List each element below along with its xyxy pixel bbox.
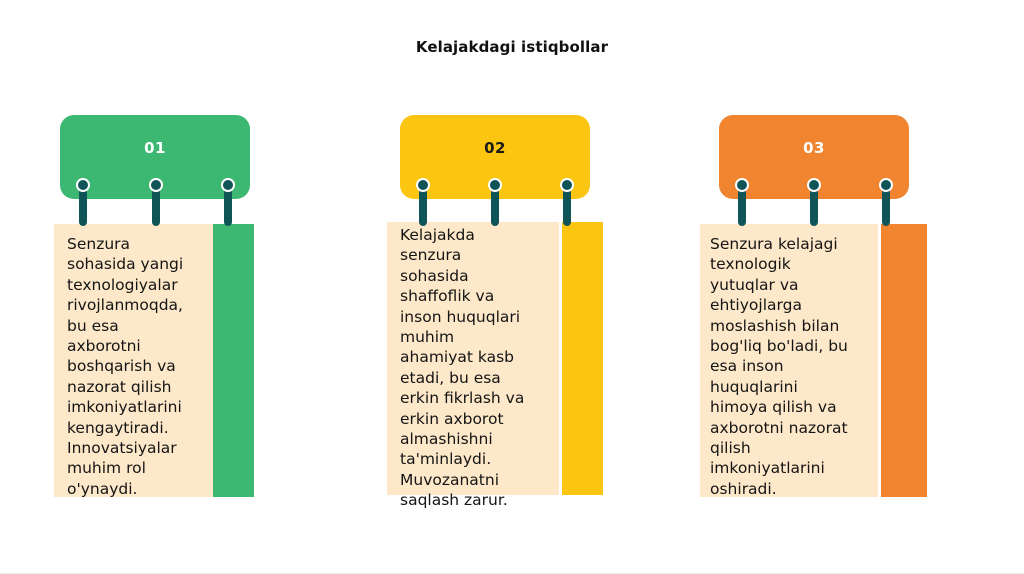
card-1-binder-ring	[76, 178, 90, 192]
card-3-binder-rod	[810, 188, 818, 226]
card-1-color-strip	[213, 224, 254, 497]
card-2-number: 02	[484, 139, 506, 157]
card-3-binder-ring	[735, 178, 749, 192]
card-2-binder-rod	[419, 188, 427, 226]
card-2-binder-rod	[563, 188, 571, 226]
card-2-binder-ring	[488, 178, 502, 192]
card-2-binder-ring	[416, 178, 430, 192]
card-1-number: 01	[144, 139, 166, 157]
card-3-text: Senzura kelajagi texnologik yutuqlar va …	[700, 224, 878, 498]
card-1-binder-rod	[152, 188, 160, 226]
card-1-binder-ring	[221, 178, 235, 192]
card-1-binder-rod	[79, 188, 87, 226]
card-3-binder-ring	[879, 178, 893, 192]
card-2-color-strip	[562, 222, 603, 495]
card-1-binder-rod	[224, 188, 232, 226]
card-3-binder-rod	[882, 188, 890, 226]
card-3-binder-ring	[807, 178, 821, 192]
card-2-binder-ring	[560, 178, 574, 192]
card-3-number: 03	[803, 139, 825, 157]
card-3-color-strip	[881, 224, 927, 497]
card-1-text: Senzura sohasida yangi texnologiyalar ri…	[54, 224, 213, 498]
card-1-binder-ring	[149, 178, 163, 192]
card-3-binder-rod	[738, 188, 746, 226]
card-2-text: Kelajakda senzura sohasida shaffoflik va…	[387, 222, 559, 509]
card-2-binder-rod	[491, 188, 499, 226]
page-title: Kelajakdagi istiqbollar	[415, 38, 609, 56]
